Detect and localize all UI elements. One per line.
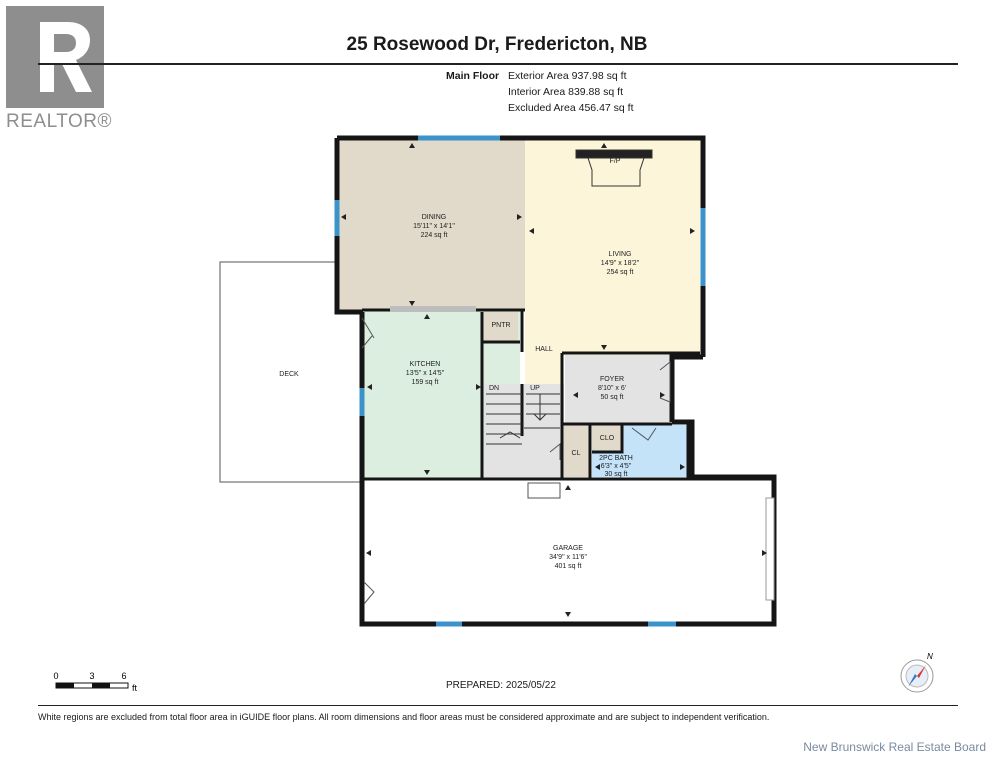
floor-name: Main Floor	[446, 70, 500, 82]
garage-name: GARAGE	[553, 545, 583, 552]
prepared-date: PREPARED: 2025/05/22	[446, 680, 556, 691]
hall-fill	[525, 312, 563, 392]
fireplace-label: F/P	[610, 158, 621, 165]
scale-label-3: 3	[89, 671, 94, 681]
garage-side-opening	[765, 497, 775, 601]
stairs	[486, 393, 560, 445]
compass-icon: N	[900, 652, 934, 693]
closet-cl-fill	[564, 425, 590, 477]
compass-north-label: N	[927, 652, 933, 661]
foyer-fill	[565, 355, 670, 425]
page-title: 25 Rosewood Dr, Fredericton, NB	[346, 34, 648, 55]
stairs-up-label: UP	[530, 385, 540, 392]
living-area: 254 sq ft	[607, 269, 634, 276]
closet-cl-label: CL	[572, 450, 581, 457]
garage-area: 401 sq ft	[555, 563, 582, 570]
doors	[361, 317, 671, 605]
dimension-markers	[341, 143, 767, 617]
dining-kitchen-opening	[390, 306, 476, 312]
fireplace	[575, 149, 653, 187]
living-name: LIVING	[609, 251, 632, 258]
dining-dims: 15'11" x 14'1"	[413, 223, 455, 230]
interior-walls	[362, 308, 774, 481]
scale-label-6: 6	[121, 671, 126, 681]
foyer-dims: 8'10" x 6'	[598, 385, 626, 392]
garage-fill	[364, 480, 772, 622]
garage-dims: 34'9" x 11'6"	[549, 554, 587, 561]
exterior-area: Exterior Area 937.98 sq ft	[508, 70, 627, 82]
dining-room-fill	[337, 140, 525, 310]
stairs-fill	[484, 384, 564, 480]
dining-area: 224 sq ft	[421, 232, 448, 239]
kitchen-name: KITCHEN	[410, 361, 441, 368]
living-room-fill	[525, 140, 700, 392]
deck-outline	[219, 261, 364, 483]
scale-label-0: 0	[53, 671, 58, 681]
footer-divider	[38, 705, 958, 706]
closet-clo-overlay	[592, 425, 622, 450]
foyer-area: 50 sq ft	[601, 394, 624, 401]
realtor-logo: REALTOR®	[0, 0, 118, 140]
pantry-fill	[484, 312, 518, 342]
dining-name: DINING	[422, 214, 447, 221]
windows	[334, 135, 706, 627]
stairs-down-label: DN	[489, 385, 499, 392]
bath-dims: 6'3" x 4'5"	[601, 463, 632, 470]
kitchen-dims: 13'5" x 14'5"	[406, 370, 445, 377]
board-watermark: New Brunswick Real Estate Board	[803, 740, 986, 754]
living-dims: 14'9" x 18'2"	[601, 260, 640, 267]
interior-area: Interior Area 839.88 sq ft	[508, 86, 623, 98]
pantry-label: PNTR	[491, 322, 510, 329]
bath-name: 2PC BATH	[599, 455, 633, 462]
deck-label: DECK	[279, 371, 299, 378]
footer-disclaimer: White regions are excluded from total fl…	[38, 712, 770, 722]
scale-bar: 0 3 6 ft	[53, 671, 137, 693]
bath-area: 30 sq ft	[605, 471, 628, 478]
scale-unit: ft	[132, 683, 138, 693]
header-divider	[38, 63, 958, 65]
foyer-name: FOYER	[600, 376, 624, 383]
closet-clo-label: CLO	[600, 435, 615, 442]
excluded-area: Excluded Area 456.47 sq ft	[508, 102, 634, 114]
realtor-logo-text: REALTOR®	[6, 111, 112, 132]
hall-label: HALL	[535, 346, 553, 353]
kitchen-area: 159 sq ft	[412, 379, 439, 386]
